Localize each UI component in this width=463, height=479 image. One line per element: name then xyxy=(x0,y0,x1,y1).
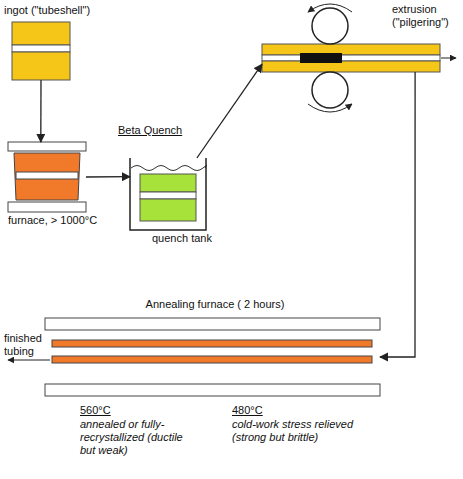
process-arrow xyxy=(40,80,42,142)
stage-label: quench tank xyxy=(152,232,232,245)
quench-tank-figure xyxy=(130,158,207,230)
stage-label: extrusion ("pilgering") xyxy=(392,3,460,29)
process-stage: extrusion ("pilgering") xyxy=(262,44,440,72)
temperature-label: 480°C xyxy=(232,404,342,417)
stage-label: furnace, > 1000°C xyxy=(8,214,118,227)
ingot-figure xyxy=(12,22,70,80)
process-arrow xyxy=(380,72,415,357)
process-stage: ingot ("tubeshell") xyxy=(12,22,70,80)
process-stage: furnace, > 1000°C xyxy=(8,142,86,212)
process-arrow xyxy=(197,64,262,158)
stage-label: ingot ("tubeshell") xyxy=(4,4,124,17)
process-stage: quench tank xyxy=(130,158,206,230)
process-note: annealed or fully-recrystallized (ductil… xyxy=(80,418,198,457)
output-arrow xyxy=(8,360,50,361)
output-label: finished tubing xyxy=(4,332,50,358)
annealing-furnace-figure xyxy=(45,318,380,396)
edge-label: Beta Quench xyxy=(116,124,184,137)
process-stage: Annealing furnace ( 2 hours) xyxy=(45,318,380,396)
process-arrow xyxy=(86,176,130,178)
furnace-figure xyxy=(8,142,86,212)
process-note: cold-work stress relieved (strong but br… xyxy=(232,418,356,444)
temperature-label: 560°C xyxy=(80,404,190,417)
stage-label: Annealing furnace ( 2 hours) xyxy=(105,298,325,311)
